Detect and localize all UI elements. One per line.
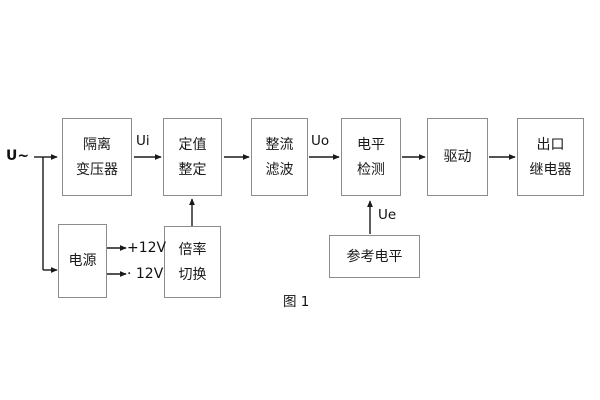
source-label: U~ (6, 148, 30, 164)
block-ratio-switch[interactable]: 倍率 切换 (164, 226, 221, 298)
block-label-line1: 定值 (178, 136, 207, 153)
block-isolation-transformer[interactable]: 隔离 变压器 (62, 118, 132, 196)
block-label-line1: 电平 (357, 136, 385, 153)
block-drive[interactable]: 驱动 (427, 118, 488, 196)
block-label-line1: 整流 (265, 136, 294, 153)
block-reference-level[interactable]: 参考电平 (329, 235, 420, 278)
block-label-line2: 继电器 (529, 161, 572, 178)
block-output-relay[interactable]: 出口 继电器 (517, 118, 584, 196)
block-label-line2: 检测 (357, 161, 385, 178)
block-label-line2: 变压器 (76, 161, 118, 178)
power-rail-label-negative: · 12V (127, 266, 164, 282)
power-rail-label-positive: +12V (127, 240, 167, 256)
block-power-supply[interactable]: 电源 (58, 224, 107, 298)
block-label-line1: 出口 (536, 136, 565, 153)
signal-label-ui: Ui (136, 133, 150, 149)
block-level-detect[interactable]: 电平 检测 (341, 118, 401, 196)
block-label-line2: 整定 (178, 161, 207, 178)
block-label-line2: 切换 (178, 266, 207, 283)
figure-caption: 图 1 (283, 294, 310, 310)
signal-label-uo: Uo (311, 133, 330, 149)
block-label-line2: 滤波 (265, 161, 294, 178)
signal-label-ue: Ue (378, 207, 397, 223)
block-setting-value[interactable]: 定值 整定 (163, 118, 222, 196)
block-label-line1: 参考电平 (346, 248, 403, 265)
block-label-line1: 隔离 (83, 136, 111, 153)
block-label-line1: 电源 (68, 253, 97, 269)
block-label-line1: 驱动 (443, 149, 472, 165)
source-bus (34, 154, 58, 273)
block-label-line1: 倍率 (178, 241, 207, 258)
block-rectify-filter[interactable]: 整流 滤波 (251, 118, 308, 196)
